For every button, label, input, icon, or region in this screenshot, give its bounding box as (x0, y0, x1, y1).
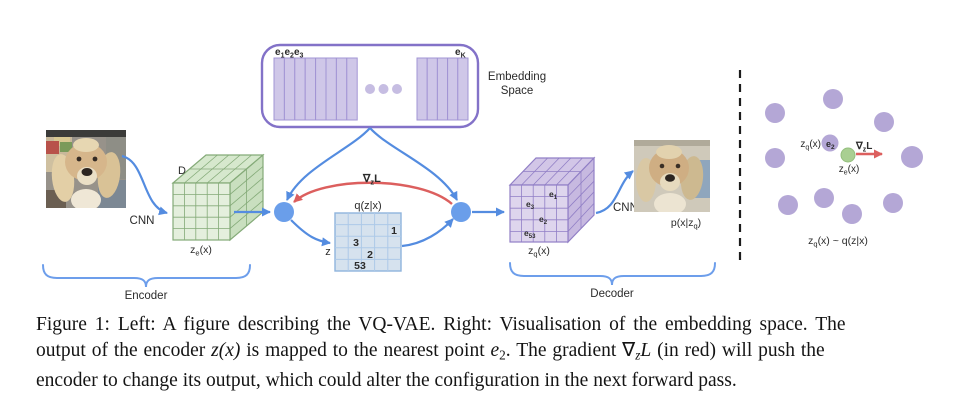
codebook-bars-left (273, 57, 358, 121)
grid-number-2: 2 (367, 249, 373, 261)
caption-line-2: output of the encoder z(x) is mapped to … (36, 340, 825, 363)
zq-label: zq(x) (528, 245, 550, 259)
grid-number-1: 1 (391, 225, 397, 237)
panel-zq-label: zq(x) (800, 139, 821, 152)
grid-number-53: 53 (354, 260, 366, 272)
arrow-grid-to-node (401, 218, 454, 248)
input-image (46, 130, 126, 208)
cube-e3-label: e3 (526, 199, 535, 211)
panel-ze-label: ze(x) (839, 164, 860, 177)
left-latent-node (274, 202, 294, 222)
encoder-brace (42, 264, 251, 288)
z-label: z (325, 246, 331, 258)
decoder-label: Decoder (590, 288, 634, 300)
right-latent-node (451, 202, 471, 222)
cnn-encoder-label: CNN (130, 215, 155, 227)
arrow-embedding-to-left-node (286, 127, 371, 201)
cnn-decoder-label: CNN (613, 202, 638, 214)
figure-caption: Figure 1: Left: A figure describing the … (36, 312, 936, 394)
embedding-points (765, 89, 923, 224)
pxzq-label: p(x|zq) (671, 217, 701, 231)
encoder-feature-cube (171, 153, 265, 242)
codebook-bars-right (416, 57, 469, 121)
arrow-embedding-to-right-node (369, 127, 458, 201)
embedding-space-title-line1: Embedding (488, 71, 546, 83)
ellipsis-dots-icon (365, 84, 402, 94)
flow-arrows (121, 127, 634, 248)
panel-gradient-label: ∇zL (855, 141, 872, 154)
encoder-output-point (840, 147, 856, 163)
codebook-right-label: eK (455, 47, 466, 60)
grid-number-3: 3 (353, 237, 359, 249)
gradient-label: ∇zL (362, 173, 381, 187)
panel-distribution-label: zq(x) ~ q(z|x) (808, 235, 868, 249)
arrow-cube-to-output-image (595, 170, 634, 215)
gradient-arrow (293, 181, 453, 205)
qzx-label: q(z|x) (354, 200, 381, 212)
decoder-feature-cube: e1 e3 e2 e53 (508, 156, 596, 244)
arrow-node-to-grid (290, 219, 331, 247)
decoder-brace (509, 262, 716, 286)
panel-e2-label: e2 (826, 139, 835, 151)
nearest-embedding-point (821, 134, 839, 152)
cube-e2-label: e2 (539, 214, 548, 226)
encoder-label: Encoder (125, 290, 168, 302)
caption-line-3: encoder to change its output, which coul… (36, 370, 737, 392)
arrow-image-to-cnn (121, 154, 168, 216)
codebook-left-label: e1e2e3 (275, 47, 304, 60)
depth-label: D (178, 165, 186, 177)
cube-e1-label: e1 (549, 189, 558, 201)
caption-line-1: Figure 1: Left: A figure describing the … (36, 314, 846, 335)
vqvae-diagram: e1e2e3 eK Embedding Space (42, 43, 923, 302)
ze-label: ze(x) (190, 244, 212, 258)
output-image (634, 140, 710, 212)
embedding-space-title-line2: Space (501, 85, 534, 97)
cube-e53-label: e53 (524, 228, 536, 240)
embedding-space-box: e1e2e3 eK (260, 43, 480, 129)
latent-grid: 1 3 2 53 (334, 212, 402, 272)
embedding-visualisation: zq(x) e2 ∇zL ze(x) zq(x) ~ q(z|x) (765, 89, 923, 249)
